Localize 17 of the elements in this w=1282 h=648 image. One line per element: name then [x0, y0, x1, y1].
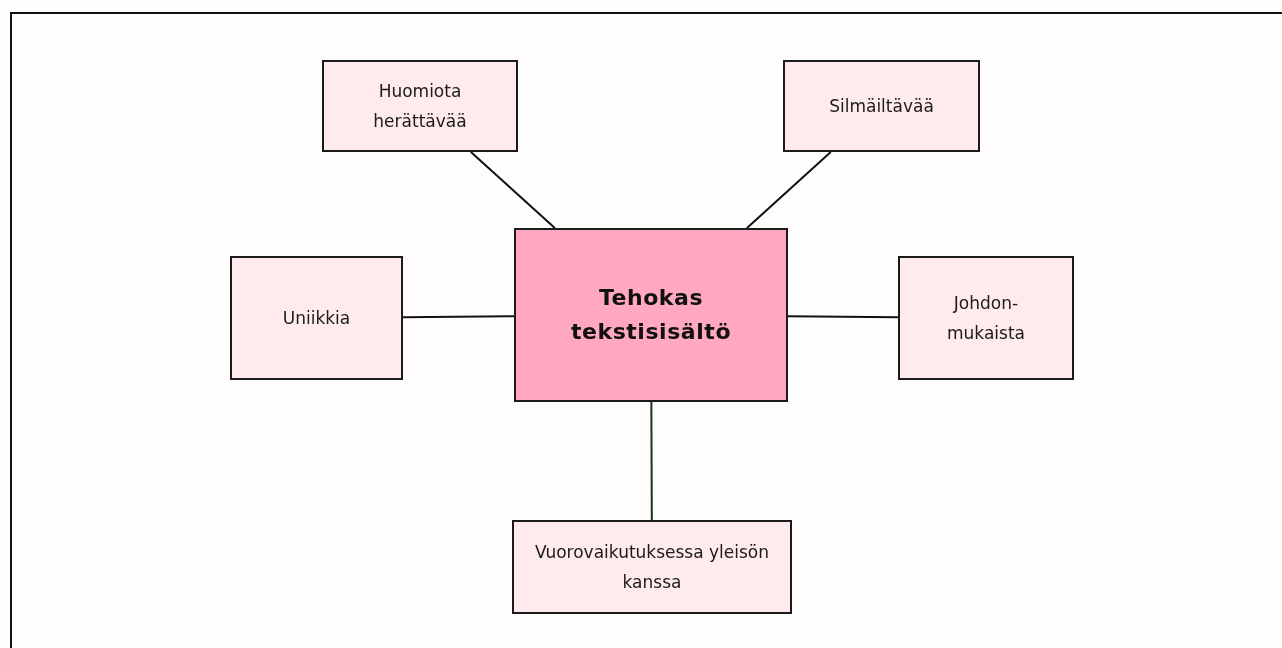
connector-line — [469, 151, 556, 229]
connector-line — [787, 315, 899, 319]
topic-label: Silmäiltävää — [829, 95, 934, 118]
topic-box — [512, 520, 792, 614]
topic-box — [322, 60, 518, 152]
connector-line — [650, 401, 653, 521]
topic-label: Huomiota herättävää — [372, 80, 468, 133]
central-topic-box — [514, 228, 788, 402]
connector-line — [745, 151, 832, 229]
topic-box — [783, 60, 980, 152]
topic-box — [898, 256, 1074, 380]
topic-box — [230, 256, 403, 380]
topic-label: Uniikkia — [282, 307, 351, 330]
connector-line — [402, 315, 515, 319]
topic-label: Johdon-mukaista — [946, 292, 1026, 345]
topic-label: Vuorovaikutuksessa yleisön kanssa — [533, 541, 771, 594]
topic-title: Tehokas tekstisisältö — [569, 284, 733, 346]
